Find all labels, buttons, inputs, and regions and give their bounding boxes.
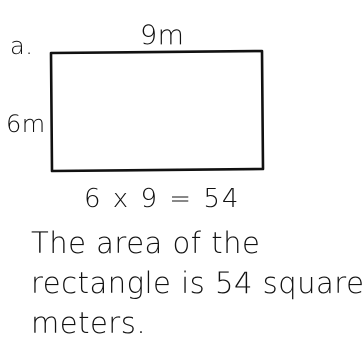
answer-line-1: The area of the bbox=[31, 226, 261, 260]
top-dimension-label: 9m bbox=[140, 20, 185, 51]
answer-line-2: rectangle is 54 square bbox=[31, 266, 364, 300]
answer-line-3: meters. bbox=[31, 306, 147, 340]
problem-label: a. bbox=[10, 32, 34, 60]
rectangle-outline bbox=[49, 49, 265, 173]
area-equation: 6 x 9 = 54 bbox=[84, 184, 241, 214]
left-dimension-label: 6m bbox=[6, 110, 46, 138]
